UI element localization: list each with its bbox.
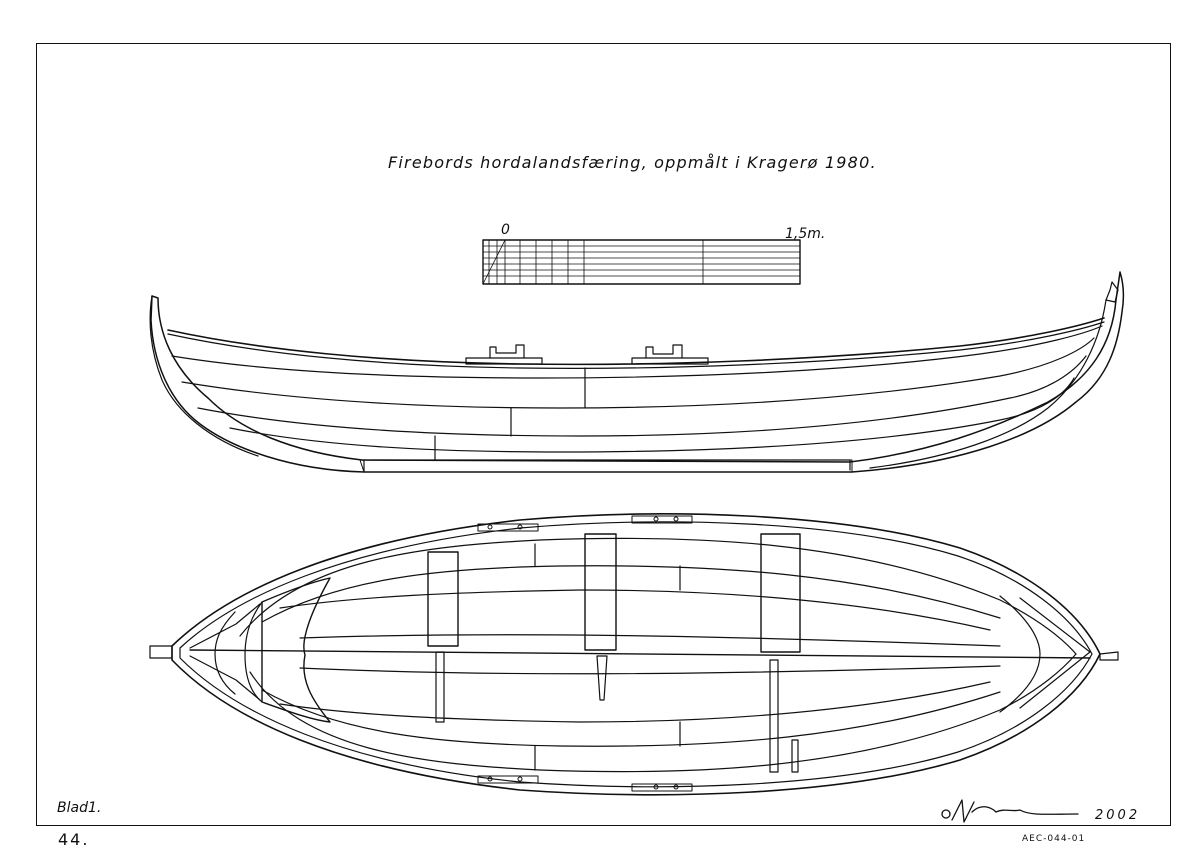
thwart-2 xyxy=(584,533,617,701)
scale-end-label: 1,5m. xyxy=(785,226,826,242)
sheet-label: Blad1. xyxy=(57,800,102,816)
boat-side-elevation xyxy=(149,271,1125,473)
thwart-1 xyxy=(427,551,459,723)
page-number: 44. xyxy=(58,830,90,849)
signature-year: 2002 xyxy=(1095,808,1141,823)
boat-plan-view xyxy=(149,513,1119,796)
drawing-frame xyxy=(36,43,1171,826)
scale-bar xyxy=(482,239,801,285)
drawing-title: Firebords hordalandsfæring, oppmålt i Kr… xyxy=(388,153,877,172)
rowlock-aft xyxy=(631,344,709,365)
gunwale-blocks xyxy=(477,515,693,792)
rowlock-fore xyxy=(465,344,543,365)
signature-mark xyxy=(941,799,1079,823)
catalog-number: AEC-044-01 xyxy=(1022,834,1086,844)
thwart-3 xyxy=(760,533,801,773)
scale-start-label: 0 xyxy=(501,222,510,238)
